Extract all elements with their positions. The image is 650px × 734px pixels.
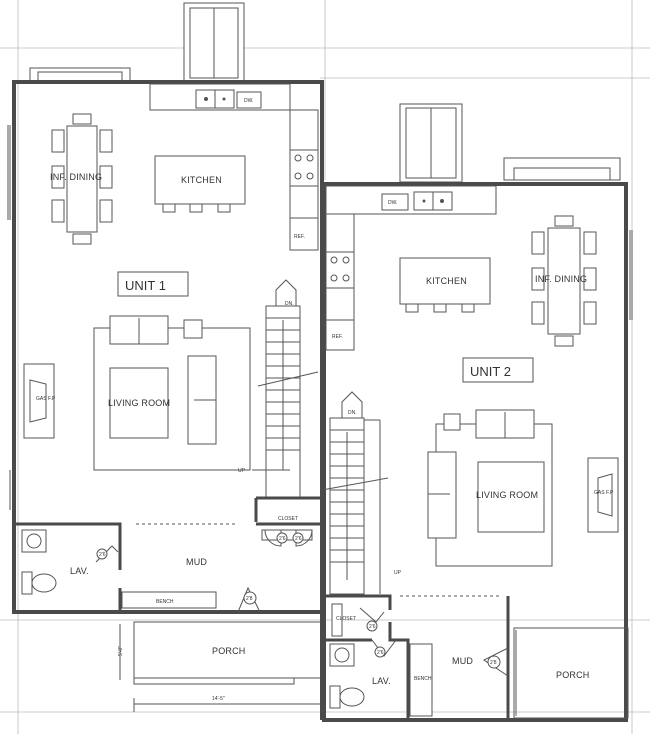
- stairs-up-label: UP: [238, 468, 246, 474]
- lav-sink-2: [329, 643, 355, 667]
- closet-2-label: CLOSET: [336, 616, 356, 622]
- porch-2-label: PORCH: [556, 670, 590, 680]
- range-2: [325, 251, 355, 289]
- dishwasher-2: [381, 193, 409, 211]
- mud-label: MUD: [186, 557, 207, 567]
- fridge-1: [289, 217, 319, 251]
- range-1: [289, 149, 319, 187]
- living-label: LIVING ROOM: [108, 398, 170, 408]
- sofa-side-2: [427, 451, 457, 539]
- living-rug-1: [93, 327, 251, 471]
- lav-label: LAV.: [70, 566, 89, 576]
- unit-1-title: UNIT 1: [125, 278, 166, 293]
- mud-2-label: MUD: [452, 656, 473, 666]
- toilet-2: [329, 685, 341, 709]
- svg-text:2'6: 2'6: [279, 536, 286, 542]
- lav-sink-1: [21, 529, 47, 553]
- stairs-2: [321, 391, 389, 595]
- toilet-1: [21, 571, 33, 595]
- unit-1: DW. REF. KITCHEN INF. DINING UNIT 1 LIVI…: [7, 2, 324, 712]
- kitchen-counter-2: [325, 185, 497, 215]
- kitchen-2-label: KITCHEN: [426, 276, 467, 286]
- dining-table-2: [547, 227, 581, 335]
- unit-2-title: UNIT 2: [470, 364, 511, 379]
- dishwasher-label: DW.: [244, 98, 253, 104]
- svg-text:2'6: 2'6: [377, 650, 384, 656]
- lav-2-label: LAV.: [372, 676, 391, 686]
- stairs-2-up-label: UP: [394, 570, 402, 576]
- gas-fp-2-label: GAS F.P: [594, 490, 614, 496]
- rear-step: [29, 67, 131, 83]
- side-table-1: [183, 319, 203, 339]
- porch-label: PORCH: [212, 646, 246, 656]
- fridge-2: [325, 319, 355, 351]
- bench-2: [409, 643, 433, 717]
- svg-text:2'6: 2'6: [295, 536, 302, 542]
- rear-step-2: [503, 157, 621, 181]
- dining-table-1: [66, 125, 98, 233]
- unit-1-title-box: [117, 271, 189, 297]
- fireplace-1: [23, 363, 55, 439]
- dining-label: INF. DINING: [50, 172, 102, 182]
- bench-1: [121, 591, 217, 609]
- kitchen-island-2: [399, 257, 491, 305]
- svg-text:2'6: 2'6: [99, 552, 106, 558]
- dishwasher-1: [236, 91, 262, 109]
- stairs-1: [252, 279, 319, 499]
- svg-text:2'8: 2'8: [490, 660, 497, 666]
- side-table-2: [443, 413, 461, 431]
- closet-label: CLOSET: [278, 516, 298, 522]
- svg-text:2'6: 2'6: [369, 624, 376, 630]
- fridge-label: REF.: [294, 234, 305, 240]
- stairs-dn-label: DN.: [285, 301, 294, 307]
- fireplace-2: [587, 457, 619, 533]
- closet-2-shelf: [331, 603, 343, 637]
- bench-label: BENCH: [156, 599, 174, 605]
- gas-fp-label: GAS F.P: [36, 396, 56, 402]
- porch-width-dim: 14'-5": [212, 696, 225, 702]
- stairs-2-dn-label: DN.: [348, 410, 357, 416]
- unit-2: DW. REF. KITCHEN INF. DINING UNIT 2 LIVI…: [321, 103, 633, 722]
- unit-2-title-box: [462, 357, 534, 383]
- coffee-table-2: [477, 461, 545, 533]
- porch-2: [513, 627, 629, 719]
- coffee-table-1: [109, 367, 169, 439]
- living-2-label: LIVING ROOM: [476, 490, 538, 500]
- porch-depth-dim: 5'-0": [118, 646, 124, 656]
- svg-text:2'8: 2'8: [246, 596, 253, 602]
- bench-2-label: BENCH: [414, 676, 432, 682]
- dining-2-label: INF. DINING: [535, 274, 587, 284]
- fridge-2-label: REF.: [332, 334, 343, 340]
- kitchen-label: KITCHEN: [181, 175, 222, 185]
- dishwasher-2-label: DW.: [388, 200, 397, 206]
